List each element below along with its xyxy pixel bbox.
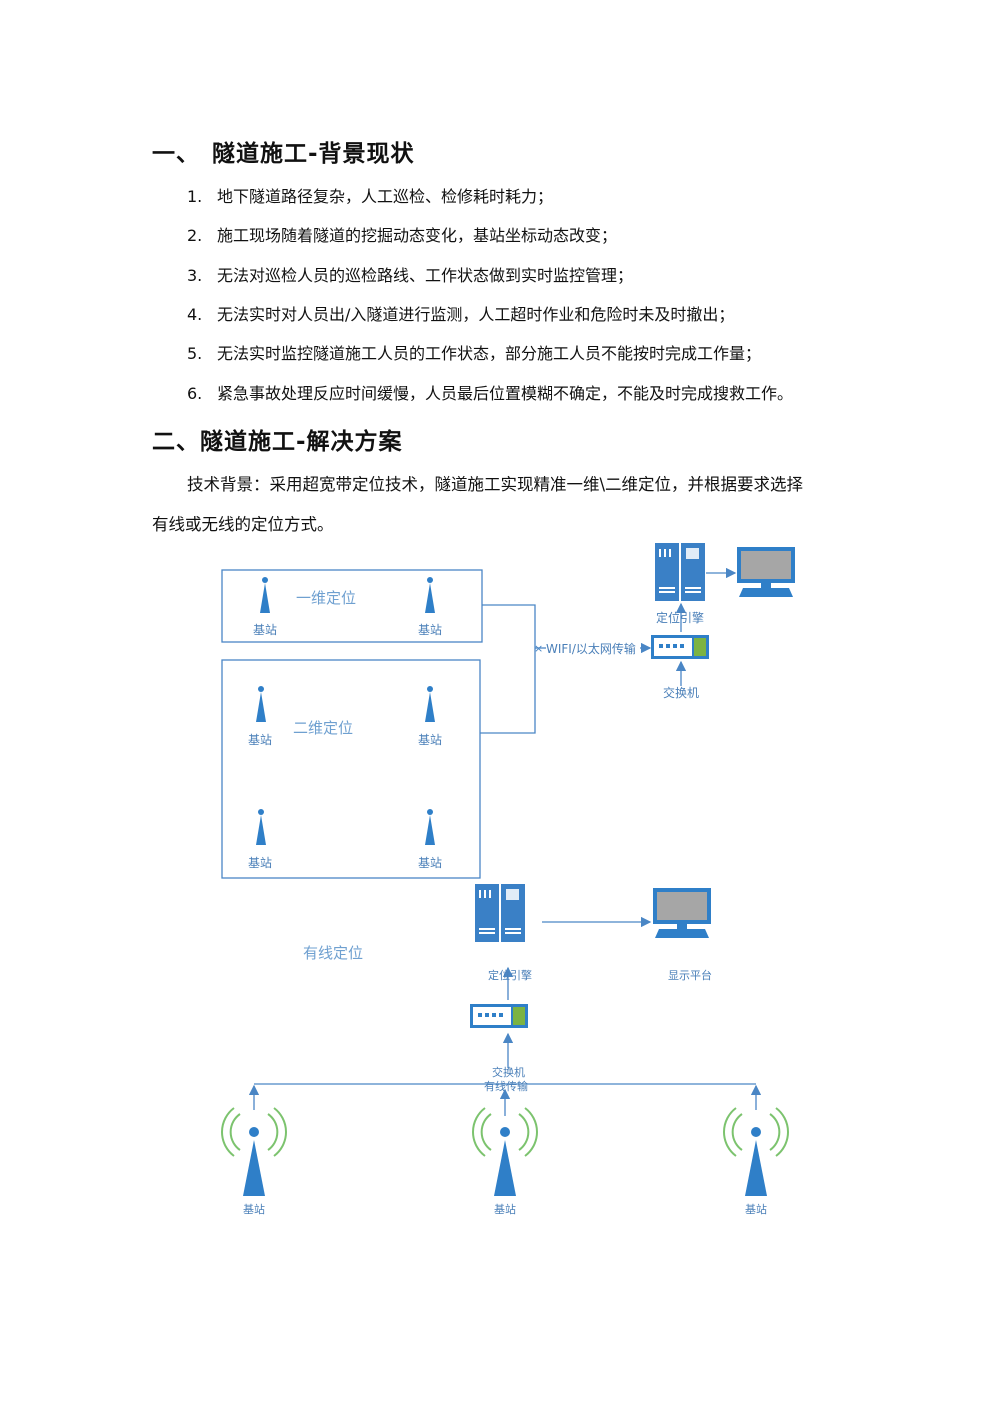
list-item: 2.施工现场随着隧道的挖掘动态变化，基站坐标动态改变； [187, 226, 618, 245]
base-station-icon [260, 577, 270, 613]
engine-label: 定位引擎 [488, 969, 532, 982]
engine-label: 定位引擎 [656, 611, 705, 625]
wired-link-label: 有线传输 [484, 1080, 528, 1093]
base-station-label: 基站 [253, 623, 278, 637]
switch-label: 交换机 [492, 1066, 525, 1079]
wired-title: 有线定位 [303, 944, 364, 962]
server-icon [655, 543, 705, 601]
base-station-label: 基站 [494, 1203, 516, 1216]
list-item: 3.无法对巡检人员的巡检路线、工作状态做到实时监控管理； [187, 266, 634, 285]
base-station-icon [425, 809, 435, 845]
base-station-icon [425, 577, 435, 613]
monitor-icon [737, 547, 795, 597]
switch-icon [470, 1004, 528, 1028]
two-dim-box [221, 659, 481, 879]
base-station-icon [221, 1107, 287, 1197]
section2-heading: 二、隧道施工-解决方案 [152, 429, 403, 455]
base-station-label: 基站 [243, 1203, 265, 1216]
base-station-label: 基站 [745, 1203, 767, 1216]
base-station-label: 基站 [248, 856, 273, 870]
list-item: 1.地下隧道路径复杂，人工巡检、检修耗时耗力； [187, 187, 554, 206]
wifi-link-label: WIFI/以太网传输 [546, 642, 636, 656]
paragraph-line-1: 技术背景：采用超宽带定位技术，隧道施工实现精准一维\二维定位，并根据要求选择 [187, 475, 804, 494]
paragraph-line-2: 有线或无线的定位方式。 [152, 515, 334, 534]
switch-icon [651, 635, 709, 659]
monitor-icon [653, 888, 711, 938]
list-item: 5.无法实时监控隧道施工人员的工作状态，部分施工人员不能按时完成工作量； [187, 344, 762, 363]
svg-text:×: × [534, 642, 543, 655]
two-dim-title: 二维定位 [293, 719, 354, 737]
base-station-label: 基站 [418, 623, 443, 637]
switch-label: 交换机 [663, 686, 700, 700]
base-station-icon [723, 1107, 789, 1197]
one-dim-title: 一维定位 [296, 589, 357, 607]
base-station-icon [256, 686, 266, 722]
display-label: 显示平台 [668, 969, 712, 982]
list-item: 4.无法实时对人员出/入隧道进行监测，人工超时作业和危险时未及时撤出； [187, 305, 735, 324]
server-icon [475, 884, 525, 942]
base-station-icon [425, 686, 435, 722]
base-station-label: 基站 [418, 733, 443, 747]
base-station-icon [256, 809, 266, 845]
list-item: 6.紧急事故处理反应时间缓慢，人员最后位置模糊不确定，不能及时完成搜救工作。 [187, 384, 794, 403]
section1-heading: 隧道施工-背景现状 [212, 141, 415, 167]
base-station-icon [472, 1107, 538, 1197]
section1-heading-num: 一、 [152, 141, 200, 167]
base-station-label: 基站 [248, 733, 273, 747]
base-station-label: 基站 [418, 856, 443, 870]
